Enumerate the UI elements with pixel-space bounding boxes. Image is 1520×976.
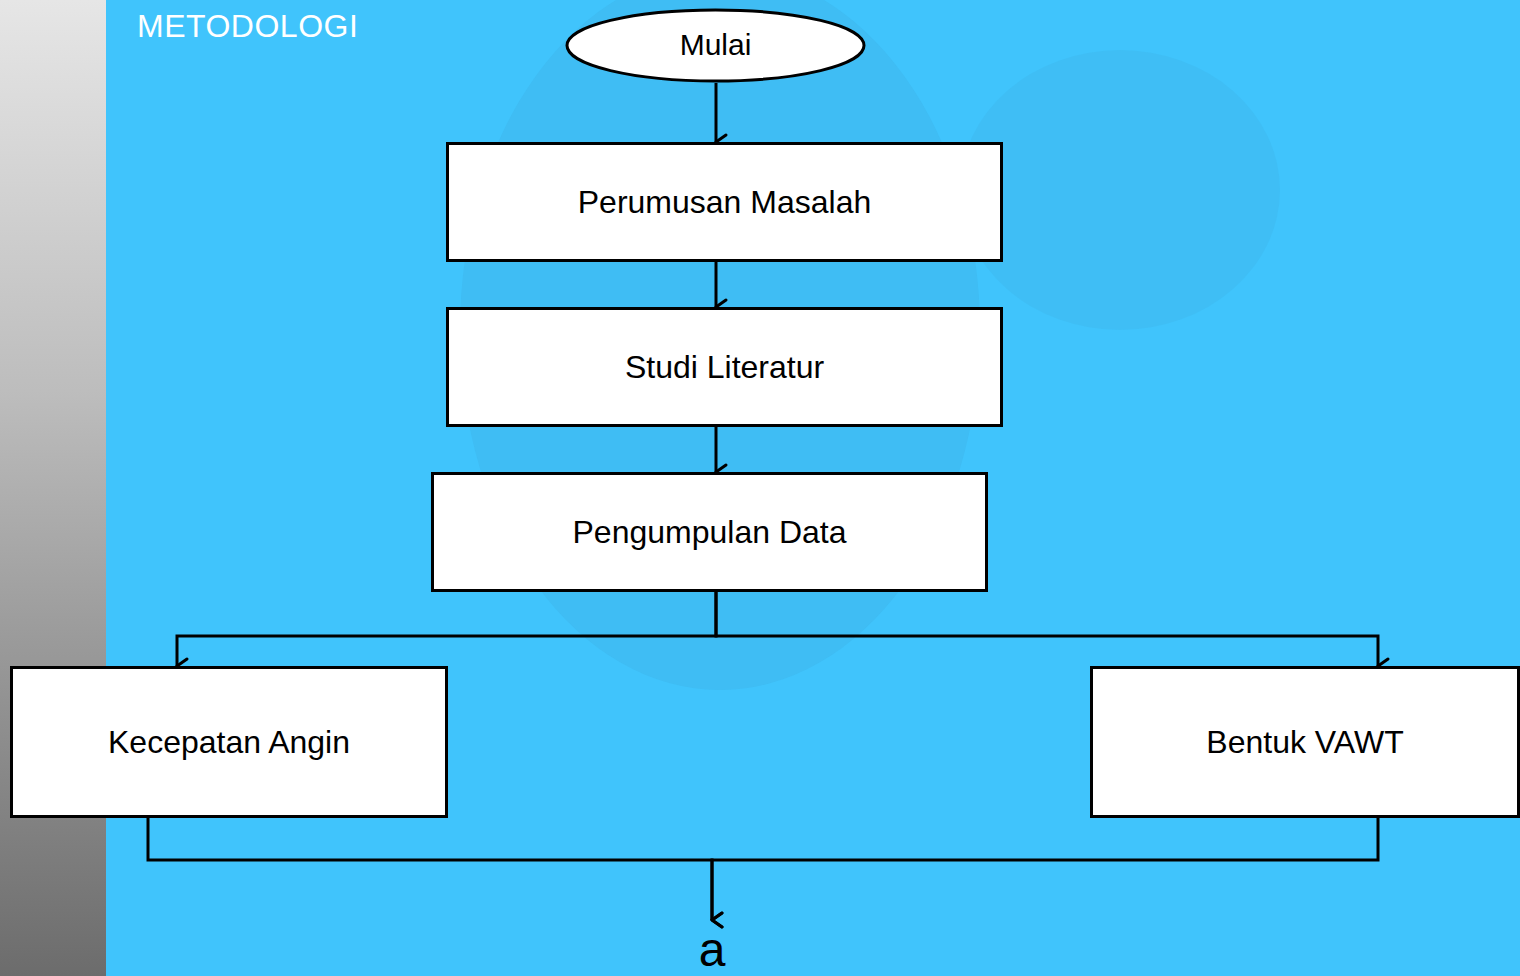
slide-title: METODOLOGI [137, 8, 358, 45]
process-box: Studi Literatur [446, 307, 1003, 427]
node-label: Pengumpulan Data [573, 514, 847, 551]
node-label: Mulai [680, 28, 752, 63]
node-label: Bentuk VAWT [1206, 724, 1403, 761]
node-label: Kecepatan Angin [108, 724, 350, 761]
flow-arrow [715, 427, 718, 472]
data-box: Bentuk VAWT [1090, 666, 1520, 818]
flow-arrow [712, 818, 1378, 920]
flow-arrow [716, 592, 1378, 666]
node-label: Perumusan Masalah [578, 184, 871, 221]
photo-strip [0, 0, 106, 976]
flow-arrow [715, 262, 718, 307]
node-label: Studi Literatur [625, 349, 824, 386]
data-box: Kecepatan Angin [10, 666, 448, 818]
flow-arrow [148, 818, 712, 920]
flow-arrow [715, 83, 718, 142]
start-terminator: Mulai [565, 8, 866, 83]
node-label: a [699, 922, 726, 976]
flow-arrow [177, 592, 716, 666]
process-box: Perumusan Masalah [446, 142, 1003, 262]
off-page-connector: a [686, 918, 738, 976]
process-box: Pengumpulan Data [431, 472, 988, 592]
